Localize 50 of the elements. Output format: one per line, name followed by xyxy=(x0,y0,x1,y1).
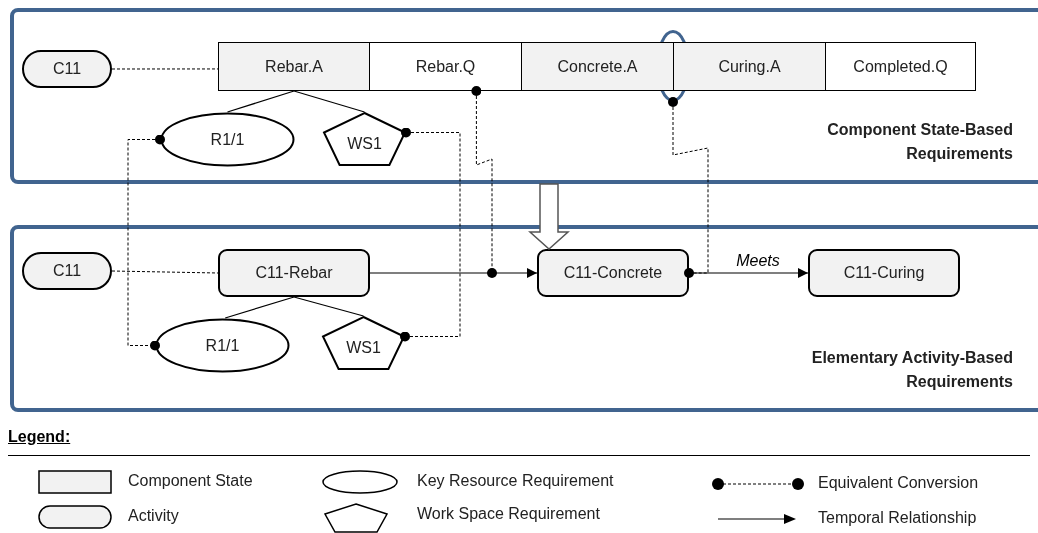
node-label: WS1 xyxy=(346,339,381,357)
legend-label: Equivalent Conversion xyxy=(818,474,979,492)
node-label: C11 xyxy=(52,262,82,280)
component-state-box xyxy=(370,42,522,91)
node-label: Rebar.Q xyxy=(415,57,476,76)
component-state-box xyxy=(826,42,976,91)
legend-label: Key Resource Requirement xyxy=(417,472,614,490)
block-arrow xyxy=(528,183,570,250)
connector-line xyxy=(224,296,295,319)
conversion-line xyxy=(400,127,461,342)
node-label: C11-Concrete xyxy=(563,264,663,282)
activity-box xyxy=(537,249,689,297)
node-label: Curing.A xyxy=(718,57,781,76)
panel-title: Component State-Based Requirements xyxy=(826,120,1013,164)
node-label: C11 xyxy=(52,60,82,78)
legend-heading: Legend: xyxy=(8,428,71,446)
connector-line xyxy=(226,90,295,113)
work-space-pentagon xyxy=(323,112,406,166)
requirements-panel xyxy=(10,8,1038,184)
node-label: Completed.Q xyxy=(853,57,948,76)
conversion-line xyxy=(127,134,165,351)
edge-label: Meets xyxy=(734,252,782,269)
node-label: R1/1 xyxy=(205,336,240,355)
panel-title: Elementary Activity-Based Requirements xyxy=(810,348,1013,392)
activity-box xyxy=(218,249,370,297)
component-state-box xyxy=(218,42,370,91)
component-state-box xyxy=(674,42,826,91)
connector-line xyxy=(293,90,366,113)
legend-label: Activity xyxy=(128,507,179,525)
conversion-line xyxy=(668,97,709,278)
activity-box xyxy=(808,249,960,297)
legend-label: Component State xyxy=(128,472,253,490)
node-label: C11-Curing xyxy=(843,264,925,282)
node-label: WS1 xyxy=(347,135,382,153)
conversion-line xyxy=(471,86,497,278)
requirements-panel xyxy=(10,225,1038,412)
work-space-pentagon xyxy=(322,316,405,370)
component-pill xyxy=(22,252,112,290)
node-label: C11-Rebar xyxy=(255,264,333,282)
component-state-box xyxy=(522,42,674,91)
resource-ellipse xyxy=(155,318,290,373)
connector-line xyxy=(293,296,365,317)
node-label: R1/1 xyxy=(210,130,245,149)
resource-ellipse xyxy=(160,112,295,167)
arrow xyxy=(369,268,538,278)
legend-label: Work Space Requirement xyxy=(417,505,600,523)
node-label: Concrete.A xyxy=(557,57,638,76)
component-pill xyxy=(22,50,112,88)
node-label: Rebar.A xyxy=(265,57,323,76)
legend-label: Temporal Relationship xyxy=(818,509,977,527)
